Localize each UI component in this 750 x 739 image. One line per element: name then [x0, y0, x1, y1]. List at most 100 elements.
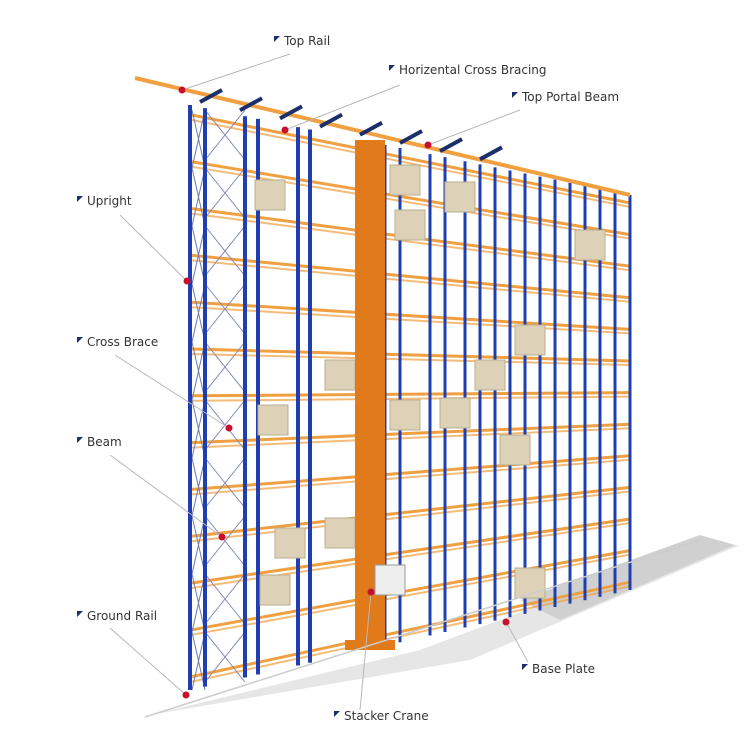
label-text: Top Portal Beam — [522, 90, 620, 104]
marker-icon — [77, 337, 83, 343]
horizontal-cross-bracing — [279, 104, 303, 121]
beam — [191, 427, 631, 449]
cross-brace — [191, 515, 206, 575]
beam — [191, 422, 631, 445]
marker-icon — [77, 437, 83, 443]
beam — [191, 253, 631, 300]
horizontal-cross-bracing — [479, 145, 503, 162]
ground-rail — [144, 539, 701, 718]
leader-line — [505, 621, 529, 663]
pointer-dot — [424, 141, 432, 149]
marker-icon — [77, 196, 83, 202]
horizontal-cross-bracing — [439, 137, 463, 153]
stacker-crane — [355, 140, 385, 645]
cross-brace — [191, 109, 206, 169]
pallet — [389, 164, 421, 196]
marker-icon — [334, 711, 340, 717]
stacker-crane-carriage — [374, 564, 406, 596]
leader-line — [284, 84, 401, 131]
beam — [191, 490, 631, 543]
label-text: Beam — [87, 435, 122, 449]
pallet — [389, 399, 421, 431]
label-text: Stacker Crane — [344, 709, 429, 723]
cross-brace — [204, 283, 246, 335]
pallet — [444, 181, 476, 213]
beam — [191, 485, 631, 538]
beam — [191, 580, 631, 679]
beam — [191, 454, 631, 491]
label-base-plate: Base Plate — [522, 662, 595, 676]
beam — [191, 585, 631, 683]
beam — [191, 347, 631, 363]
leader-line — [181, 53, 291, 91]
pallet — [574, 229, 606, 261]
pallet — [259, 574, 291, 606]
beam — [191, 119, 631, 208]
horizontal-cross-bracing — [319, 112, 343, 129]
label-text: Top Rail — [284, 34, 331, 48]
pallet — [514, 324, 546, 356]
beam — [191, 553, 631, 636]
top-rail — [134, 76, 631, 197]
leader-line — [114, 354, 230, 429]
horizontal-cross-bracing — [199, 88, 223, 104]
beam — [191, 395, 631, 402]
pallet — [439, 397, 471, 429]
cross-brace — [191, 399, 206, 459]
cross-brace — [191, 341, 206, 401]
pallet — [394, 209, 426, 241]
cross-brace — [204, 341, 246, 393]
cross-brace — [191, 457, 206, 517]
pointer-dot — [367, 588, 375, 596]
pallet — [254, 179, 286, 211]
beam — [191, 113, 631, 205]
pallet — [474, 359, 506, 391]
label-stacker-crane: Stacker Crane — [334, 709, 429, 723]
pallet — [324, 359, 356, 391]
label-text: Upright — [87, 194, 132, 208]
marker-icon — [77, 611, 83, 617]
label-text: Base Plate — [532, 662, 596, 676]
beam — [191, 517, 631, 585]
leader-line — [109, 627, 187, 696]
label-upright: Upright — [77, 194, 132, 208]
beam — [191, 259, 631, 303]
beam — [191, 458, 631, 496]
pointer-dot — [502, 618, 510, 626]
pointer-dot — [183, 277, 191, 285]
cross-brace — [204, 515, 246, 567]
beam — [191, 353, 631, 366]
leader-line — [119, 214, 188, 282]
marker-icon — [512, 92, 518, 98]
cross-brace — [204, 457, 246, 509]
beam — [191, 391, 631, 398]
beam — [191, 306, 631, 335]
beam — [191, 212, 631, 272]
pallet — [257, 404, 289, 436]
cross-brace — [191, 573, 206, 633]
leader-line — [427, 109, 521, 146]
horizontal-cross-bracing — [239, 96, 263, 112]
cross-brace — [204, 109, 246, 161]
horizontal-cross-bracing — [359, 121, 383, 137]
cross-brace — [204, 167, 246, 219]
label-top-rail: Top Rail — [274, 34, 330, 48]
cross-brace — [191, 631, 206, 691]
label-cross-brace: Cross Brace — [77, 335, 158, 349]
cross-brace — [204, 631, 246, 683]
pointer-dot — [182, 691, 190, 699]
beam — [191, 160, 631, 237]
label-beam: Beam — [77, 435, 122, 449]
label-text: Horizental Cross Bracing — [399, 63, 547, 77]
marker-icon — [522, 664, 528, 670]
cross-brace — [204, 225, 246, 277]
pointer-dot — [178, 86, 186, 94]
label-horizontal-cross-bracing: Horizental Cross Bracing — [389, 63, 547, 77]
cross-brace — [191, 283, 206, 343]
marker-icon — [389, 65, 395, 71]
label-text: Ground Rail — [87, 609, 158, 623]
beam — [191, 300, 631, 331]
pointer-dot — [225, 424, 233, 432]
cross-brace — [191, 167, 206, 227]
